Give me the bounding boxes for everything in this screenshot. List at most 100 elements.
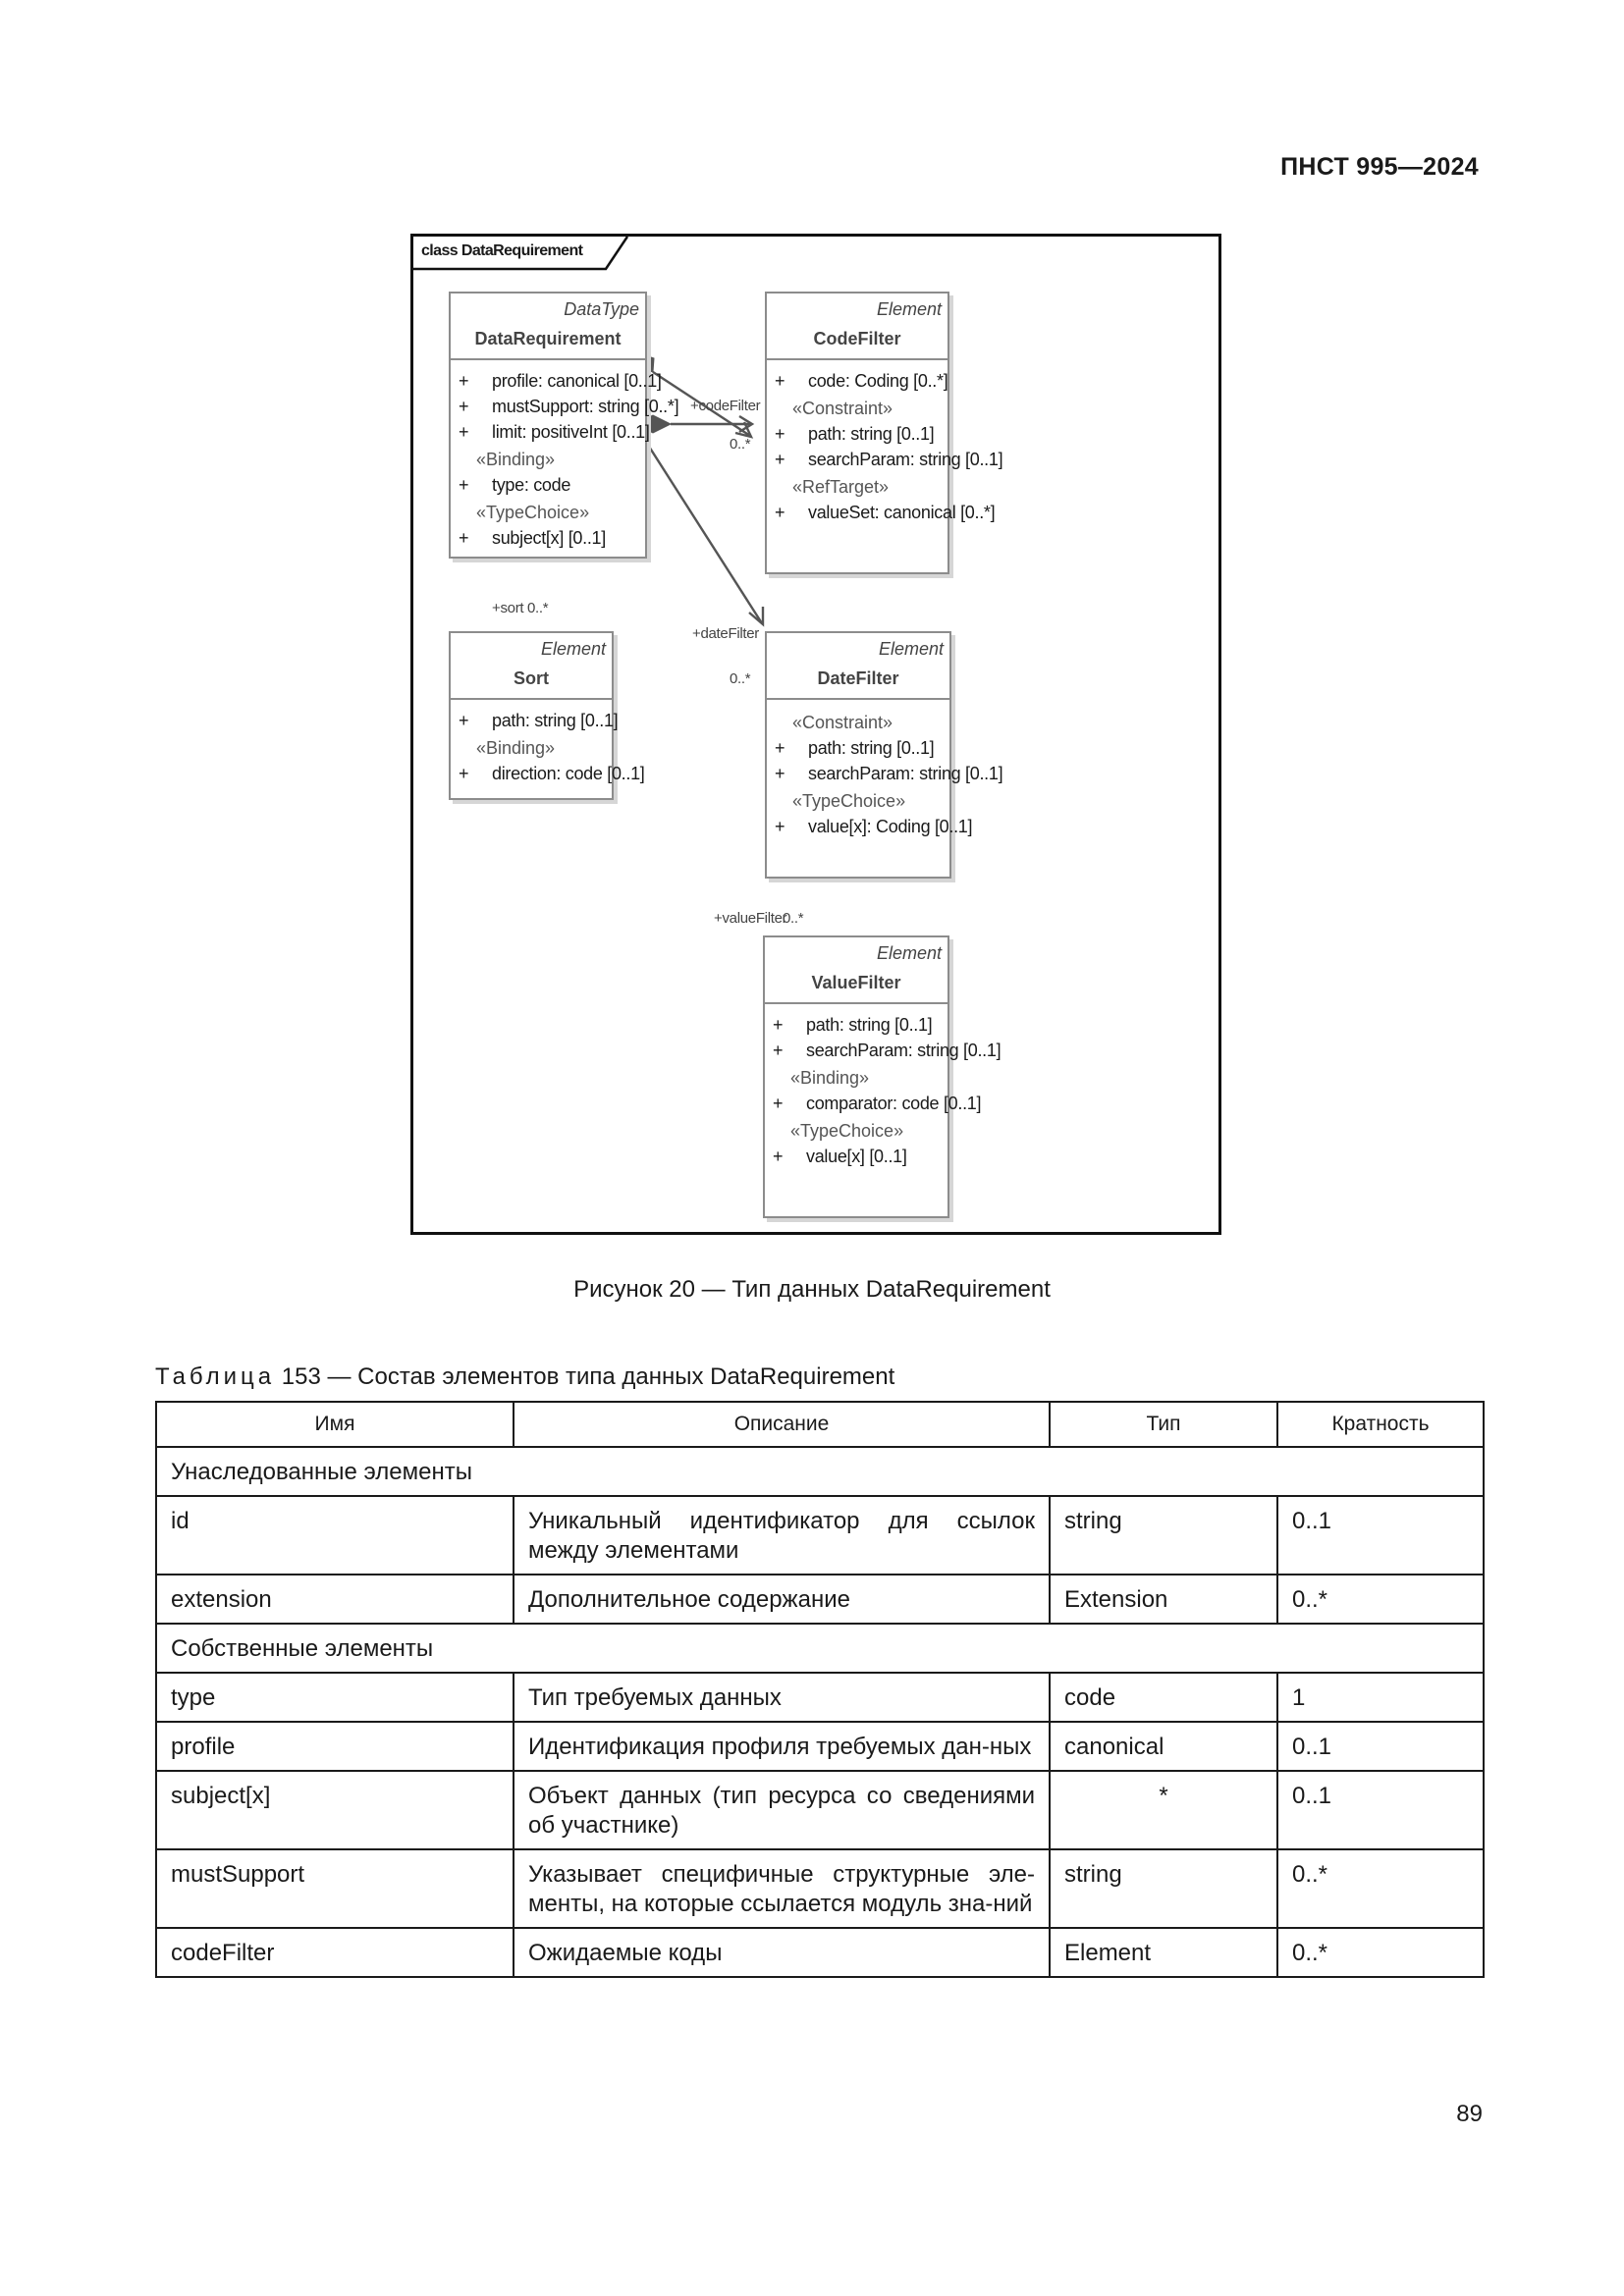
cell-type: code	[1049, 1672, 1278, 1723]
attribute-group-label: «TypeChoice»	[790, 1121, 904, 1141]
cell-type: string	[1049, 1848, 1278, 1929]
attribute-text: type: code	[492, 475, 571, 495]
visibility-marker: +	[459, 371, 469, 391]
attribute-row: + path: string [0..1]	[775, 735, 949, 761]
visibility-marker: +	[775, 371, 785, 391]
cell-cardinality: 0..*	[1276, 1927, 1485, 1978]
header-description: Описание	[513, 1401, 1051, 1448]
attribute-group-label: «Binding»	[790, 1068, 870, 1088]
visibility-marker: +	[775, 764, 785, 783]
cell-description: Дополнительное содержание	[513, 1574, 1051, 1625]
page-number: 89	[1456, 2101, 1483, 2127]
class-name: DateFilter	[817, 668, 899, 688]
role-sort: +sort	[492, 600, 524, 616]
section-own: Собственные элементы	[155, 1623, 1485, 1674]
role-date-filter-multiplicity: 0..*	[730, 670, 751, 687]
class-attributes: «Constraint»+path: string [0..1]+searchP…	[767, 700, 1003, 839]
elements-table: Имя Описание Тип Кратность Унаследованны…	[155, 1401, 1485, 1978]
attribute-group-label: «Binding»	[476, 738, 556, 758]
attribute-text: subject[x] [0..1]	[492, 528, 606, 548]
cell-description: Тип требуемых данных	[513, 1672, 1051, 1723]
visibility-marker: +	[773, 1015, 784, 1035]
visibility-marker: +	[459, 397, 469, 416]
cell-name: profile	[155, 1721, 514, 1772]
role-value-filter-multiplicity: 0..*	[783, 910, 804, 927]
class-name: ValueFilter	[811, 973, 901, 992]
attribute-group-label: «Constraint»	[792, 399, 893, 418]
attribute-row: +limit: positiveInt [0..1]	[459, 419, 650, 445]
section-row: Унаследованные элементы	[155, 1446, 1485, 1497]
attribute-row: +profile: canonical [0..1]	[459, 368, 662, 394]
attribute-text: searchParam: string [0..1]	[806, 1041, 1001, 1060]
visibility-marker: +	[773, 1094, 784, 1113]
table-row: id Уникальный идентификатор для ссылок м…	[155, 1495, 1485, 1575]
attribute-row: +direction: code [0..1]	[459, 761, 645, 786]
class-attributes: +code: Coding [0..*]«Constraint»+path: s…	[767, 360, 1003, 525]
visibility-marker: +	[459, 422, 469, 442]
cell-name: extension	[155, 1574, 514, 1625]
cell-cardinality: 0..1	[1276, 1721, 1485, 1772]
document-code: ПНСТ 995—2024	[1280, 153, 1479, 181]
attribute-group-label: «TypeChoice»	[476, 503, 590, 522]
cell-description: Уникальный идентификатор для ссылок межд…	[513, 1495, 1051, 1575]
cell-cardinality: 0..*	[1276, 1574, 1485, 1625]
attribute-text: path: string [0..1]	[806, 1015, 933, 1035]
attribute-text: comparator: code [0..1]	[806, 1094, 982, 1113]
frame-label: class DataRequirement	[421, 242, 583, 259]
section-inherited: Унаследованные элементы	[155, 1446, 1485, 1497]
attribute-row: +searchParam: string [0..1]	[773, 1038, 1001, 1063]
attribute-group-label: «RefTarget»	[792, 477, 890, 497]
attribute-text: mustSupport: string [0..*]	[492, 397, 679, 416]
attribute-group-label: «Constraint»	[792, 713, 893, 732]
attribute-row: +valueSet: canonical [0..*]	[775, 500, 996, 525]
table-row: codeFilter Ожидаемые коды Element 0..*	[155, 1927, 1485, 1978]
header-cardinality: Кратность	[1276, 1401, 1485, 1448]
link-date-filter	[652, 370, 751, 438]
visibility-marker: +	[775, 424, 785, 444]
visibility-marker: +	[773, 1147, 784, 1166]
cell-type: Element	[1049, 1927, 1278, 1978]
class-stereotype: Element	[540, 639, 606, 659]
arrow-head	[748, 607, 765, 627]
cell-description: Указывает специфичные структурные эле-ме…	[513, 1848, 1051, 1929]
class-attributes: +profile: canonical [0..1]+mustSupport: …	[451, 360, 679, 551]
cell-cardinality: 0..*	[1276, 1848, 1485, 1929]
table-header-row: Имя Описание Тип Кратность	[155, 1401, 1485, 1448]
attribute-text: path: string [0..1]	[808, 738, 935, 758]
cell-cardinality: 0..1	[1276, 1770, 1485, 1850]
role-date-filter: +dateFilter	[692, 625, 759, 642]
attribute-text: path: string [0..1]	[492, 711, 619, 730]
visibility-marker: +	[459, 764, 469, 783]
class-name: Sort	[514, 668, 549, 688]
attribute-text: value[x]: Coding [0..1]	[808, 817, 973, 836]
attribute-group-label: «TypeChoice»	[792, 791, 906, 811]
attribute-row: + code: Coding [0..*]	[775, 368, 948, 394]
visibility-marker: +	[775, 738, 785, 758]
cell-description: Объект данных (тип ресурса со сведениями…	[513, 1770, 1051, 1850]
class-stereotype: DataType	[564, 299, 639, 319]
role-value-filter: +valueFilter	[714, 910, 787, 927]
role-sort-multiplicity: 0..*	[527, 600, 549, 616]
cell-type: *	[1049, 1770, 1278, 1850]
visibility-marker: +	[459, 711, 469, 730]
attribute-text: searchParam: string [0..1]	[808, 450, 1003, 469]
attribute-row: + comparator: code [0..1]	[773, 1091, 982, 1116]
attribute-row: +subject[x] [0..1]	[459, 525, 645, 551]
table-row: type Тип требуемых данных code 1	[155, 1672, 1485, 1723]
table-row: subject[x] Объект данных (тип ресурса со…	[155, 1770, 1485, 1850]
attribute-row: +searchParam: string [0..1]	[775, 447, 1003, 472]
table-title: Таблица 153 — Состав элементов типа данн…	[155, 1363, 894, 1391]
arrow-head	[738, 414, 755, 434]
cell-description: Ожидаемые коды	[513, 1927, 1051, 1978]
attribute-text: code: Coding [0..*]	[808, 371, 948, 391]
header-name: Имя	[155, 1401, 514, 1448]
cell-type: string	[1049, 1495, 1278, 1575]
